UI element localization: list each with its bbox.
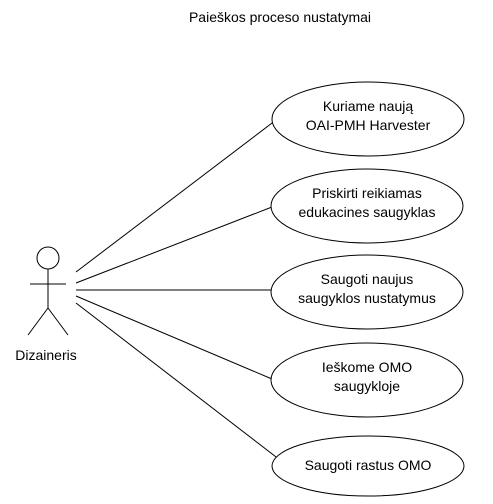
use-case-label-4-line-2: saugykloje — [333, 378, 401, 394]
actor-label: Dizaineris — [15, 347, 77, 363]
actor-head — [36, 246, 60, 270]
use-case-ellipse-2 — [270, 168, 464, 244]
use-case-label-4-line-1: Ieškome OMO — [321, 359, 413, 375]
use-case-label-4: Ieškome OMO saugykloje — [287, 358, 447, 396]
use-case-label-5-line-1: Saugoti rastus OMO — [304, 457, 432, 473]
actor-right-leg — [47, 307, 69, 336]
actor-left-leg — [27, 307, 49, 336]
use-case-label-3: Saugoti naujus saugyklos nustatymus — [287, 270, 447, 308]
association-line-4 — [75, 295, 273, 380]
use-case-label-1-line-2: OAI-PMH Harvester — [305, 117, 431, 133]
association-line-2 — [75, 206, 273, 284]
use-case-label-3-line-1: Saugoti naujus — [320, 271, 414, 287]
use-case-label-1-line-1: Kuriame naują — [322, 98, 414, 114]
use-case-label-2-line-2: edukacines saugyklas — [298, 204, 436, 220]
use-case-ellipse-5 — [271, 435, 465, 497]
use-case-label-1: Kuriame naują OAI-PMH Harvester — [288, 97, 448, 135]
association-line-1 — [75, 119, 277, 273]
association-line-5 — [75, 302, 281, 461]
stick-figure-icon — [27, 246, 69, 336]
use-case-label-5: Saugoti rastus OMO — [288, 456, 448, 475]
use-case-ellipse-4 — [270, 342, 464, 418]
diagram-title: Paieškos proceso nustatymai — [188, 9, 372, 25]
use-case-label-2: Priskirti reikiamas edukacines saugyklas — [287, 184, 447, 222]
use-case-ellipse-3 — [270, 254, 464, 330]
use-case-label-3-line-2: saugyklos nustatymus — [298, 290, 436, 306]
use-case-ellipse-1 — [271, 81, 465, 157]
use-case-label-2-line-1: Priskirti reikiamas — [312, 185, 422, 201]
